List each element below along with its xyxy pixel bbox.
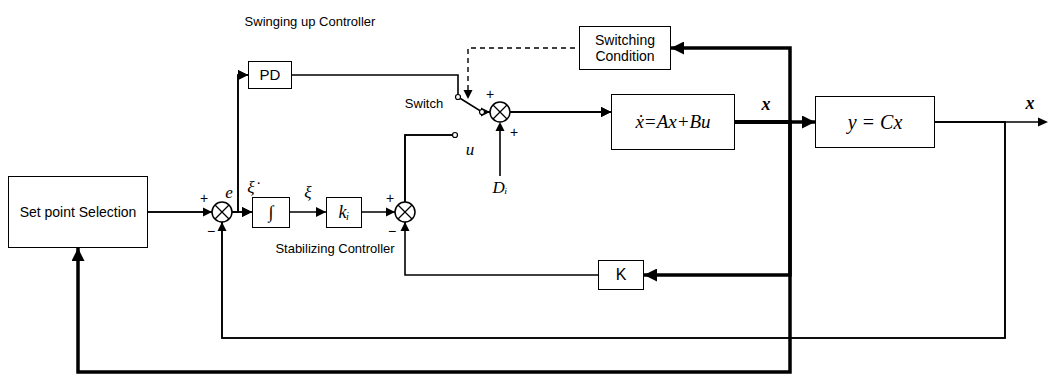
sign-mark: + <box>510 125 518 140</box>
integrator-box: ∫ <box>252 197 290 228</box>
arrow-head <box>386 208 395 217</box>
arrow-head <box>401 222 410 231</box>
signal-line <box>222 75 1005 338</box>
signal-line <box>78 122 790 372</box>
sign-mark: + <box>486 87 494 102</box>
switching-box: Switching Condition <box>579 26 671 70</box>
switch-pivot <box>480 110 485 115</box>
switch-command-line <box>468 48 584 92</box>
gain-box: K <box>598 260 644 290</box>
box-text: Set point Selection <box>20 204 137 220</box>
signal-name: e <box>225 184 233 203</box>
signal-line <box>222 122 1005 338</box>
junction-cross <box>398 205 412 219</box>
signal-line <box>290 211 326 213</box>
box-text: y = Cx <box>848 111 903 134</box>
signal-name: ξ <box>303 184 312 203</box>
sign-mark: − <box>207 224 215 239</box>
signal-line <box>405 112 611 275</box>
output-box: y = Cx <box>815 96 935 148</box>
box-text: K <box>616 266 627 284</box>
signal-name: x <box>1026 94 1035 114</box>
arrow-head <box>1038 118 1048 127</box>
signal-name: u <box>466 141 475 160</box>
box-text: ∫ <box>269 202 274 223</box>
group-title: Stabilizing Controller <box>275 242 394 256</box>
box-text: ẋ=Ax+Bu <box>635 111 710 133</box>
summing-junction <box>212 202 232 222</box>
signal-line <box>148 75 248 212</box>
signal-name: ξ̇ <box>246 179 255 198</box>
signal-line <box>292 75 611 112</box>
setpoint-box: Set point Selection <box>8 176 148 248</box>
box-text: PD <box>260 66 281 83</box>
arrow-head <box>218 222 227 231</box>
switch-contact <box>456 95 461 100</box>
disturbance-wire <box>499 126 501 176</box>
signal-line <box>362 112 611 212</box>
junction-cross <box>493 105 507 119</box>
arrow-head <box>464 90 473 99</box>
sign-mark: + <box>200 191 208 206</box>
summing-junction <box>490 102 510 122</box>
signal-name: Dᵢ <box>493 179 508 198</box>
pd-box: PD <box>248 61 292 89</box>
plant-box: ẋ=Ax+Bu <box>611 94 735 150</box>
switch-contact <box>453 133 458 138</box>
gain-box: kᵢ <box>326 197 362 228</box>
signal-name: x <box>761 95 772 115</box>
group-title: Swinging up Controller <box>245 15 376 29</box>
switch-label: Switch <box>405 97 443 111</box>
arrow-head <box>203 208 212 217</box>
box-text: kᵢ <box>339 202 350 223</box>
sign-mark: + <box>386 191 394 206</box>
box-text: Switching Condition <box>586 32 664 64</box>
junction-cross <box>215 205 229 219</box>
arrow-head <box>496 122 505 131</box>
sign-mark: − <box>388 224 396 239</box>
summing-junction <box>395 202 415 222</box>
